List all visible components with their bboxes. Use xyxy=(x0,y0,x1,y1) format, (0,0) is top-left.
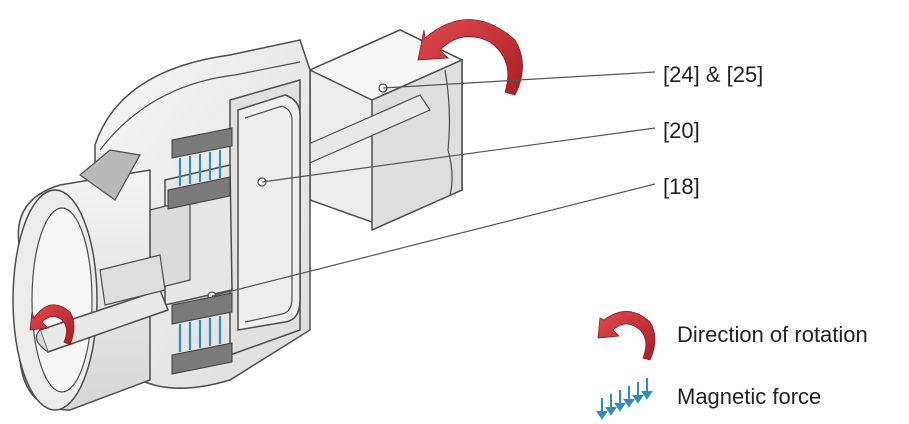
leader-lines xyxy=(211,71,656,297)
rotation-arrow-icon-left xyxy=(29,304,75,346)
label-part-20: [20] xyxy=(663,118,700,143)
rotation-arrow-icon-top xyxy=(417,19,523,96)
legend-direction-of-rotation: Direction of rotation xyxy=(677,322,868,347)
label-part-24-25: [24] & [25] xyxy=(663,62,764,87)
down-arrows-icon xyxy=(596,378,653,420)
legend-magnetic-force: Magnetic force xyxy=(677,384,822,409)
magnetic-force-arrows-bottom xyxy=(178,316,222,352)
containment-can xyxy=(237,94,301,331)
label-part-18: [18] xyxy=(663,174,700,199)
curved-arrow-icon xyxy=(597,311,656,361)
magnet-bottom xyxy=(171,292,233,375)
magnet-top xyxy=(167,127,233,210)
housing-bevel xyxy=(79,149,141,201)
output-shaft xyxy=(294,29,464,232)
magnetic-force-arrows-top xyxy=(178,150,222,186)
